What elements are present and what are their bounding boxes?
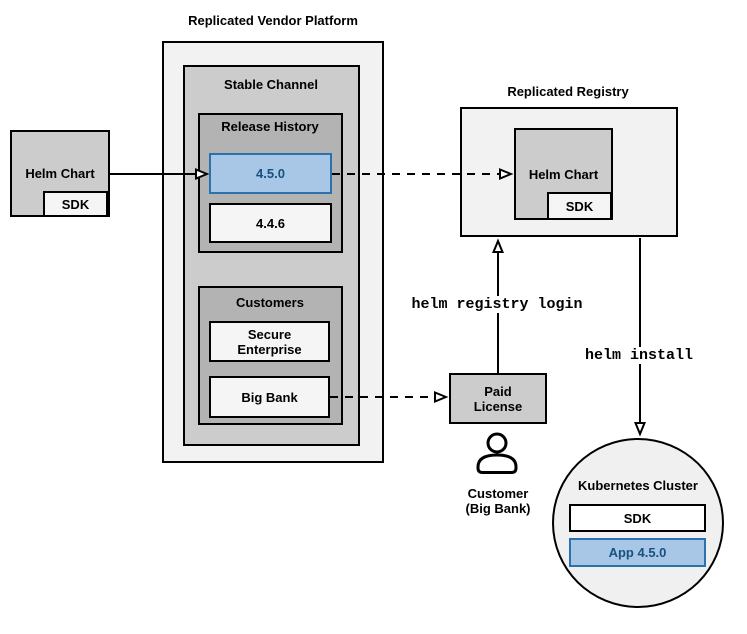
release-450-box: 4.5.0	[209, 153, 332, 194]
customer-secure-enterprise-box: Secure Enterprise	[209, 321, 330, 362]
paid-license-box: Paid License	[449, 373, 547, 424]
source-sdk-label: SDK	[61, 196, 90, 212]
cluster-sdk-label: SDK	[623, 510, 652, 526]
customer-big-bank-box: Big Bank	[209, 376, 330, 418]
release-history-title: Release History	[221, 119, 319, 134]
release-446-label: 4.4.6	[256, 215, 285, 231]
release-446-box: 4.4.6	[209, 203, 332, 243]
helm-install-command: helm install	[582, 347, 696, 364]
source-helm-chart-label: Helm Chart	[25, 166, 95, 181]
cluster-app-box: App 4.5.0	[569, 538, 706, 567]
cluster-sdk-box: SDK	[569, 504, 706, 532]
registry-helm-chart-label: Helm Chart	[528, 166, 599, 182]
customer-secure-enterprise-label: Secure Enterprise	[237, 326, 302, 357]
customer-caption-name: Customer	[467, 486, 529, 501]
cluster-app-label: App 4.5.0	[608, 545, 667, 560]
paid-license-label: Paid License	[473, 383, 523, 414]
registry-sdk-box: SDK	[547, 192, 612, 220]
registry-sdk-label: SDK	[565, 198, 594, 214]
customer-caption-org: (Big Bank)	[465, 501, 531, 516]
kubernetes-cluster-title: Kubernetes Cluster	[578, 478, 698, 493]
helm-registry-login-command: helm registry login	[409, 296, 585, 313]
customer-caption: Customer (Big Bank)	[466, 486, 531, 516]
source-sdk-box: SDK	[43, 191, 108, 217]
customer-big-bank-label: Big Bank	[241, 389, 298, 405]
stable-channel-title: Stable Channel	[224, 77, 318, 92]
vendor-platform-title: Replicated Vendor Platform	[188, 13, 358, 28]
registry-title: Replicated Registry	[507, 84, 629, 99]
customer-person-icon	[476, 432, 518, 474]
customers-title: Customers	[236, 295, 304, 310]
release-450-label: 4.5.0	[256, 166, 285, 181]
